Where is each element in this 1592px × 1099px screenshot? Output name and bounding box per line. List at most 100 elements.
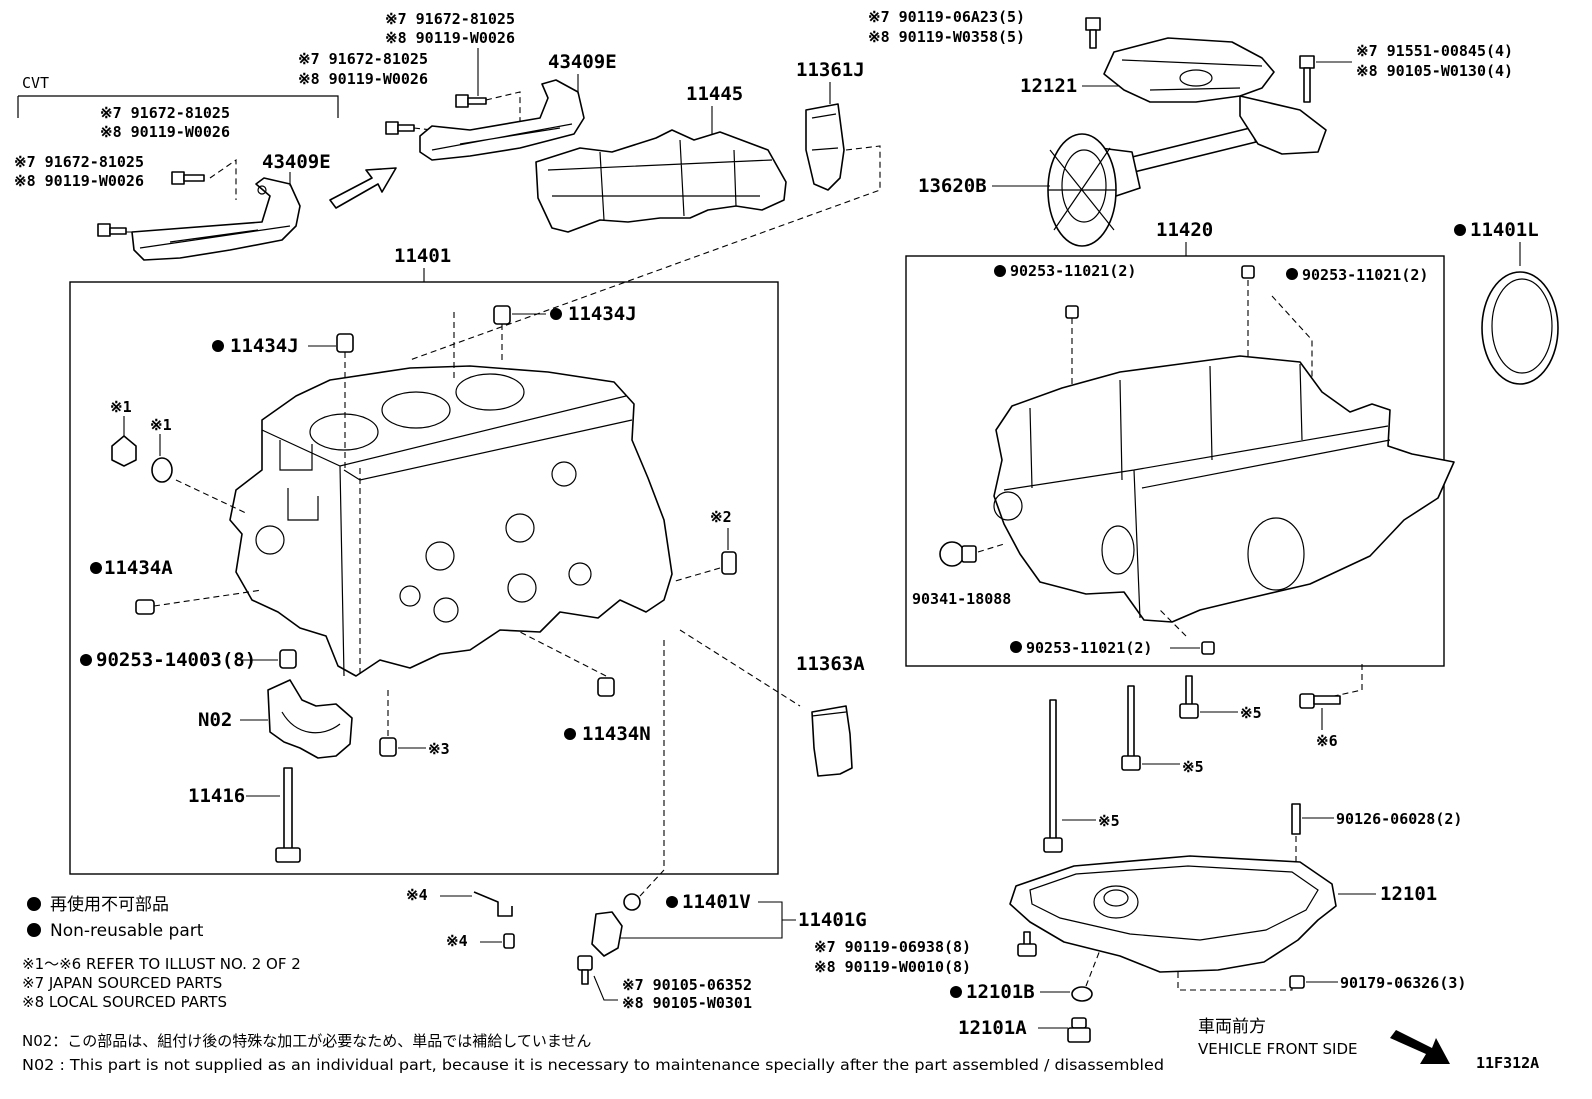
oil-pan-bolts-group: ※5 ※6 ※5 ※5 — [1043, 664, 1363, 853]
non-reusable-dot-icon — [666, 896, 678, 908]
bolt-icon — [1085, 17, 1101, 49]
stud-bolt-icon — [1291, 803, 1301, 835]
bolt-icon — [1299, 55, 1315, 103]
non-reusable-dot-icon — [27, 923, 41, 937]
ref-mark: ※5 — [1098, 812, 1120, 830]
cylinder-block-frame — [69, 281, 779, 875]
legend: 再使用不可部品 Non-reusable part ※1～※6 REFER TO… — [22, 894, 1164, 1074]
part-label-11363A: 11363A — [796, 653, 865, 675]
legend-non-reusable-jp: 再使用不可部品 — [50, 894, 169, 915]
legend-local-sourced: ※8 LOCAL SOURCED PARTS — [22, 993, 227, 1011]
sourced-label: ※8 90119-W0026 — [385, 29, 515, 47]
legend-refer: ※1～※6 REFER TO ILLUST NO. 2 OF 2 — [22, 955, 301, 973]
part-label-11445: 11445 — [686, 83, 743, 105]
balancer-group: ※7 90119-06A23(5) ※8 90119-W0358(5) 1212… — [868, 8, 1513, 247]
oil-seal-group: 11401L — [1454, 219, 1559, 385]
ref-mark: ※5 — [1240, 704, 1262, 722]
direction-arrow-icon — [329, 167, 397, 209]
non-reusable-dot-icon — [950, 986, 962, 998]
non-reusable-dot-icon — [994, 265, 1006, 277]
sensor-11401g — [591, 911, 623, 957]
vehicle-front-jp: 車両前方 — [1198, 1017, 1266, 1037]
part-label-90253-14003: 90253-14003(8) — [96, 649, 256, 671]
ref-mark: ※2 — [710, 508, 732, 526]
assembly-line — [453, 312, 503, 380]
part-11363a-group: 11363A — [796, 653, 865, 777]
part-label-13620B: 13620B — [918, 175, 987, 197]
non-reusable-dot-icon — [27, 897, 41, 911]
part-label-90253-11021: 90253-11021(2) — [1302, 266, 1428, 284]
ref-mark: ※4 — [406, 886, 428, 904]
insulator-11445 — [535, 129, 787, 233]
dowel-pin — [279, 649, 297, 669]
drain-plug-icon — [1067, 1017, 1091, 1043]
part-label-11401L: 11401L — [1470, 219, 1539, 241]
assembly-line — [1159, 609, 1187, 637]
sourced-label: ※8 90105-W0130(4) — [1356, 62, 1513, 80]
oil-seal-11401l — [1481, 271, 1559, 385]
assembly-line — [175, 479, 249, 515]
part-label-11434N: 11434N — [582, 723, 651, 745]
part-label-43409E: 43409E — [262, 151, 331, 173]
cover-11361j — [805, 103, 845, 191]
bolt-icon — [171, 171, 205, 185]
sourced-label: ※7 90119-06A23(5) — [868, 8, 1025, 26]
sourced-label: ※8 90105-W0301 — [622, 994, 752, 1012]
sourced-label: ※8 90119-W0026 — [14, 172, 144, 190]
o-ring-icon — [623, 893, 641, 911]
part-label-12101: 12101 — [1380, 883, 1437, 905]
ref-mark: ※6 — [1316, 732, 1338, 750]
sourced-label: ※8 90119-W0358(5) — [868, 28, 1025, 46]
cvt-hanger-group: CVT ※7 91672-81025 ※8 90119-W0026 ※7 916… — [14, 74, 397, 261]
plug-icon — [111, 435, 137, 467]
ref-mark: ※5 — [1182, 758, 1204, 776]
part-label-90341-18088: 90341-18088 — [912, 590, 1011, 608]
dowel-pin — [1201, 641, 1215, 655]
gear-icon — [1047, 133, 1117, 247]
gasket-icon — [1071, 986, 1093, 1002]
bolt-icon — [577, 955, 593, 985]
part-label-90179-06326: 90179-06326(3) — [1340, 974, 1466, 992]
bearing-cap-n02 — [267, 679, 353, 759]
part-label-11401V: 11401V — [682, 891, 751, 913]
part-label-90253-11021: 90253-11021(2) — [1010, 262, 1136, 280]
part-label-11361J: 11361J — [796, 59, 865, 81]
part-label-11420: 11420 — [1156, 219, 1213, 241]
ref-mark: ※1 — [150, 416, 172, 434]
non-reusable-dot-icon — [80, 654, 92, 666]
assembly-line — [1177, 972, 1293, 991]
assembly-line — [1085, 949, 1101, 987]
part-label-43409E: 43409E — [548, 51, 617, 73]
seal-ring-icon — [151, 457, 173, 483]
non-reusable-dot-icon — [1010, 641, 1022, 653]
bolt-icon — [1289, 975, 1305, 989]
sourced-label: ※7 91672-81025 — [385, 10, 515, 28]
sourced-label: ※7 90119-06938(8) — [814, 938, 971, 956]
assembly-line — [671, 567, 721, 583]
vehicle-front-en: VEHICLE FRONT SIDE — [1198, 1040, 1358, 1058]
sensor-group: ※4 ※4 11401V 11401G ※7 90105-06352 ※8 90… — [406, 869, 867, 1012]
part-label-11434A: 11434A — [104, 557, 173, 579]
clip-icon — [473, 891, 513, 917]
oil-pan-upper-11420 — [993, 355, 1455, 623]
assembly-line — [153, 589, 263, 607]
bolt-icon — [1179, 675, 1199, 719]
non-reusable-dot-icon — [212, 340, 224, 352]
part-label-11401: 11401 — [394, 245, 451, 267]
non-reusable-dot-icon — [90, 562, 102, 574]
non-reusable-dot-icon — [1286, 268, 1298, 280]
front-arrow-icon — [1390, 1030, 1450, 1064]
legend-japan-sourced: ※7 JAPAN SOURCED PARTS — [22, 974, 222, 992]
part-label-12101B: 12101B — [966, 981, 1035, 1003]
dowel-pin — [1241, 265, 1255, 279]
cylinder-block-group: 11401 11434J 11434J ※1 ※1 — [69, 245, 801, 875]
assembly-line — [639, 869, 665, 897]
sourced-label: ※8 90119-W0026 — [100, 123, 230, 141]
dowel-pin — [1065, 305, 1079, 319]
sourced-label: ※7 91672-81025 — [298, 50, 428, 68]
oil-pan-upper-group: 11420 90253-11021(2) 90253-11021(2) 9034… — [905, 219, 1455, 667]
sourced-label: ※7 91672-81025 — [14, 153, 144, 171]
balance-shaft — [1119, 127, 1257, 175]
section-label-cvt: CVT — [22, 74, 49, 92]
bolt-icon — [1121, 685, 1141, 771]
